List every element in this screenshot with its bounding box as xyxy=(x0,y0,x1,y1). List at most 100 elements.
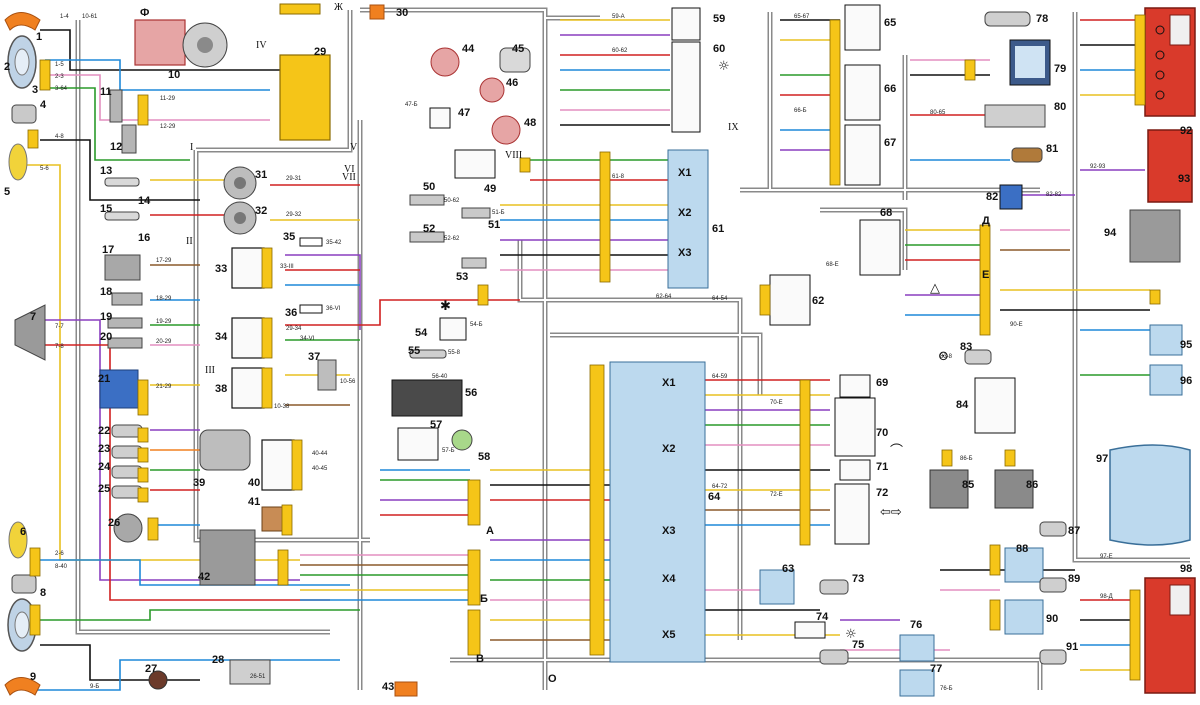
relay-40 xyxy=(261,439,295,491)
relay-49 xyxy=(454,149,496,179)
lamp-75 xyxy=(819,649,849,665)
symbols: △ ☼ ⌒ ⇦⇨ ☼ ✱ ⊙ xyxy=(440,59,949,642)
wire-mark: 4-8 xyxy=(55,134,64,140)
sensor-12 xyxy=(121,124,137,154)
top-connector-ж xyxy=(279,3,321,15)
harness-label: VII xyxy=(342,172,356,183)
component-number-36: 36 xyxy=(285,307,297,319)
wire-mark: 40-44 xyxy=(312,451,328,457)
point-label: А xyxy=(486,525,494,537)
rear-lamp-right-92 xyxy=(1144,7,1196,117)
connector xyxy=(1004,449,1016,467)
connector xyxy=(261,367,273,409)
component-number-20: 20 xyxy=(100,331,112,343)
harness-label: VIII xyxy=(505,150,522,161)
wire-mark: 90-Е xyxy=(1010,322,1023,328)
component-number-30: 30 xyxy=(396,7,408,19)
injector-24 xyxy=(111,465,143,479)
main-block-64 xyxy=(609,361,706,663)
component-number-61: 61 xyxy=(712,223,724,235)
wire xyxy=(40,644,200,681)
warning-triangle-icon: △ xyxy=(930,281,940,296)
light-icon: ☼ xyxy=(845,627,857,642)
harness-label: I xyxy=(190,142,193,153)
wire-mark: 55-8 xyxy=(448,350,461,356)
connector-block-labels: X1 X2 X3 X1 X2 X3 X4 X5 xyxy=(662,167,691,641)
switch-74 xyxy=(794,621,826,639)
component-number-89: 89 xyxy=(1068,573,1080,585)
relay-38 xyxy=(231,367,265,409)
component-number-91: 91 xyxy=(1066,641,1078,653)
component-number-92: 92 xyxy=(1180,125,1192,137)
component-number-38: 38 xyxy=(215,383,227,395)
component-number-4: 4 xyxy=(40,99,47,111)
component-number-8: 8 xyxy=(40,587,46,599)
wire-mark: 20-29 xyxy=(156,339,172,345)
connector xyxy=(29,604,41,636)
component-number-7: 7 xyxy=(30,311,36,323)
component-number-17: 17 xyxy=(102,244,114,256)
harness-label: II xyxy=(186,236,193,247)
connector xyxy=(137,94,149,126)
wiper-icon: ⌒ xyxy=(890,444,903,459)
switch-65 xyxy=(844,4,881,51)
lamp-87 xyxy=(1039,521,1067,537)
connector-strips xyxy=(27,14,1161,681)
wire-mark: 80-65 xyxy=(930,110,946,116)
rear-lamp-left-98 xyxy=(1144,577,1196,694)
ground-43 xyxy=(394,681,418,697)
component-number-23: 23 xyxy=(98,443,110,455)
module-82 xyxy=(999,184,1023,210)
wire-mark: 21-29 xyxy=(156,384,172,390)
wire-mark: 34-VI xyxy=(300,336,315,342)
component-number-32: 32 xyxy=(255,205,267,217)
harness-labels: I II III IV V VI VII VIII IX Ж xyxy=(186,2,739,376)
lamp-73 xyxy=(819,579,849,595)
sensor-52 xyxy=(409,231,445,243)
spark-sensor-55 xyxy=(409,349,447,359)
connector xyxy=(261,317,273,359)
mounting-block-61 xyxy=(667,149,709,289)
lamp-96 xyxy=(1149,364,1183,396)
point-label: О xyxy=(548,673,557,685)
harness-label: VI xyxy=(344,164,355,175)
pedal-switch-85 xyxy=(929,469,969,509)
point-label: Е xyxy=(982,269,989,281)
connector xyxy=(989,599,1001,631)
component-number-16: 16 xyxy=(138,232,150,244)
wire-mark: 47-Б xyxy=(405,102,418,108)
wire-mark: 68-Е xyxy=(826,262,839,268)
sensor-53 xyxy=(461,257,487,269)
sensor-11 xyxy=(109,89,123,123)
wire-mark: 64-59 xyxy=(712,374,728,380)
component-number-5: 5 xyxy=(4,186,10,198)
wire-mark: 1-4 xyxy=(60,14,69,20)
sensor-51 xyxy=(461,207,491,219)
ignition-coil-32 xyxy=(223,201,257,235)
component-number-35: 35 xyxy=(283,231,295,243)
harness-label: IV xyxy=(256,40,267,51)
wire-mark: 57-Б xyxy=(442,448,455,454)
connector xyxy=(964,59,976,81)
component-number-80: 80 xyxy=(1054,101,1066,113)
generator xyxy=(134,19,228,68)
switch-47 xyxy=(429,107,451,129)
wire-mark: 18-29 xyxy=(156,296,172,302)
brake-icon: ⊙ xyxy=(938,349,949,364)
wire-mark: 62-64 xyxy=(656,294,672,300)
clock-79 xyxy=(1009,39,1051,86)
wire-mark: 61-8 xyxy=(612,174,625,180)
component-number-34: 34 xyxy=(215,331,228,343)
sensor-19 xyxy=(107,317,143,329)
component-number-74: 74 xyxy=(816,611,829,623)
connector xyxy=(829,19,841,186)
fuel-level-sensor-78 xyxy=(984,11,1031,27)
left-front-headlamp-upper xyxy=(7,35,37,89)
wire-mark: 70-Е xyxy=(770,400,783,406)
connector xyxy=(799,379,811,546)
sensor-45 xyxy=(499,47,531,73)
component-number-67: 67 xyxy=(884,137,896,149)
component-number-45: 45 xyxy=(512,43,524,55)
component-number-31: 31 xyxy=(255,169,267,181)
block-label-x4: X4 xyxy=(662,573,676,585)
